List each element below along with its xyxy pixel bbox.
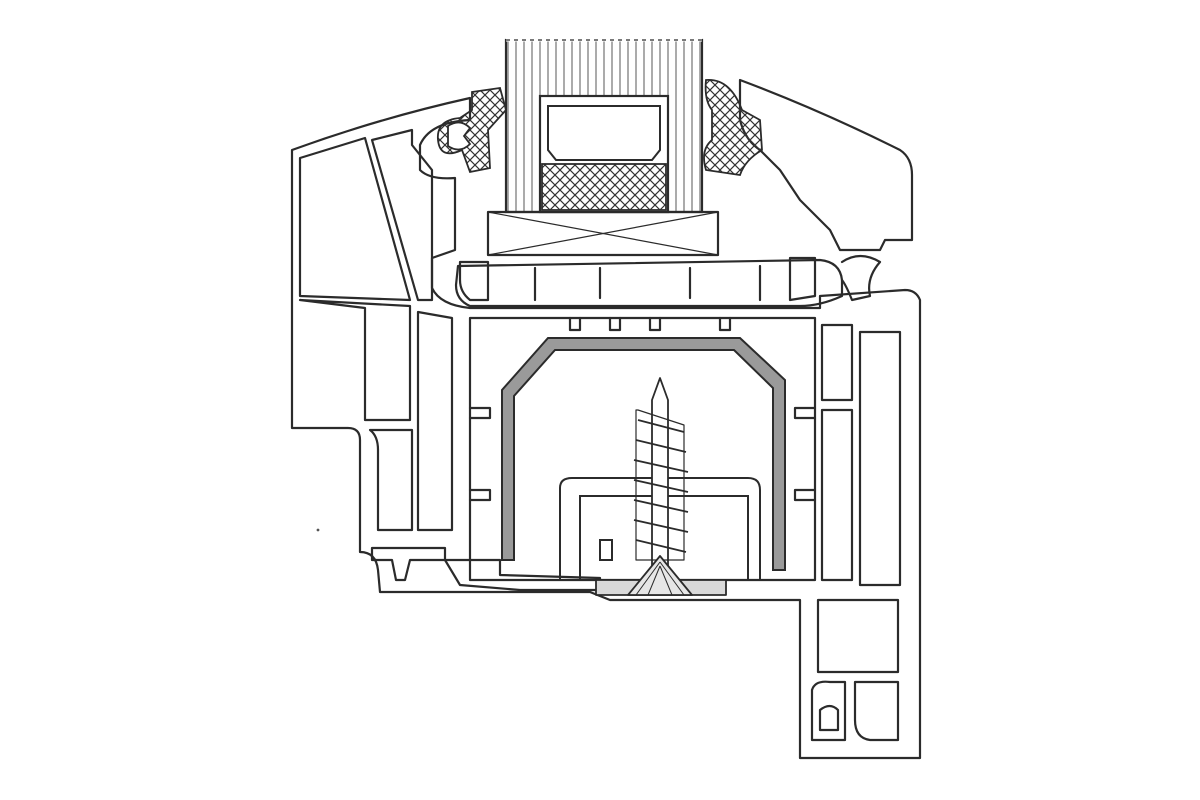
sash-nose: [840, 254, 882, 302]
glazing-gasket-right: [703, 79, 763, 177]
chamber-side-stubs: [468, 406, 817, 502]
outer-frame-outline: [290, 96, 922, 760]
fixing-screw: [595, 377, 727, 596]
sash-top-right: [738, 78, 914, 252]
glazing-spacer-mesh: [541, 163, 667, 211]
setting-block-right: [788, 256, 817, 302]
screw-retainer: [559, 477, 761, 581]
stray-dot: [316, 528, 320, 532]
glazing-gasket-left: [437, 86, 507, 174]
frame-chamber-right-5: [853, 680, 900, 742]
setting-block-left: [458, 260, 490, 302]
sash-chamber: [454, 258, 844, 308]
frame-hook-bottom: [810, 680, 847, 742]
frame-chamber-left-1: [298, 298, 412, 422]
gasket-clip-left: [447, 121, 472, 151]
sash-chamber-dividers: [533, 264, 762, 302]
frame-foot-left: [370, 546, 447, 582]
frame-chamber-right-4: [816, 598, 900, 674]
frame-chamber-left-3: [370, 128, 434, 302]
frame-chamber-left-5: [368, 428, 414, 532]
chamber-ribs: [568, 316, 732, 332]
frame-chamber-right-3: [858, 330, 902, 587]
frame-foot-mid: [443, 558, 602, 592]
frame-chamber-left-2: [298, 136, 412, 302]
frame-chamber-right-1: [820, 323, 854, 402]
main-chamber: [468, 316, 817, 582]
steel-reinforcement: [501, 337, 786, 571]
frame-chamber-left-4: [416, 310, 454, 532]
glazing-bead-cross: [487, 211, 719, 256]
frame-chamber-right-2: [820, 408, 854, 582]
